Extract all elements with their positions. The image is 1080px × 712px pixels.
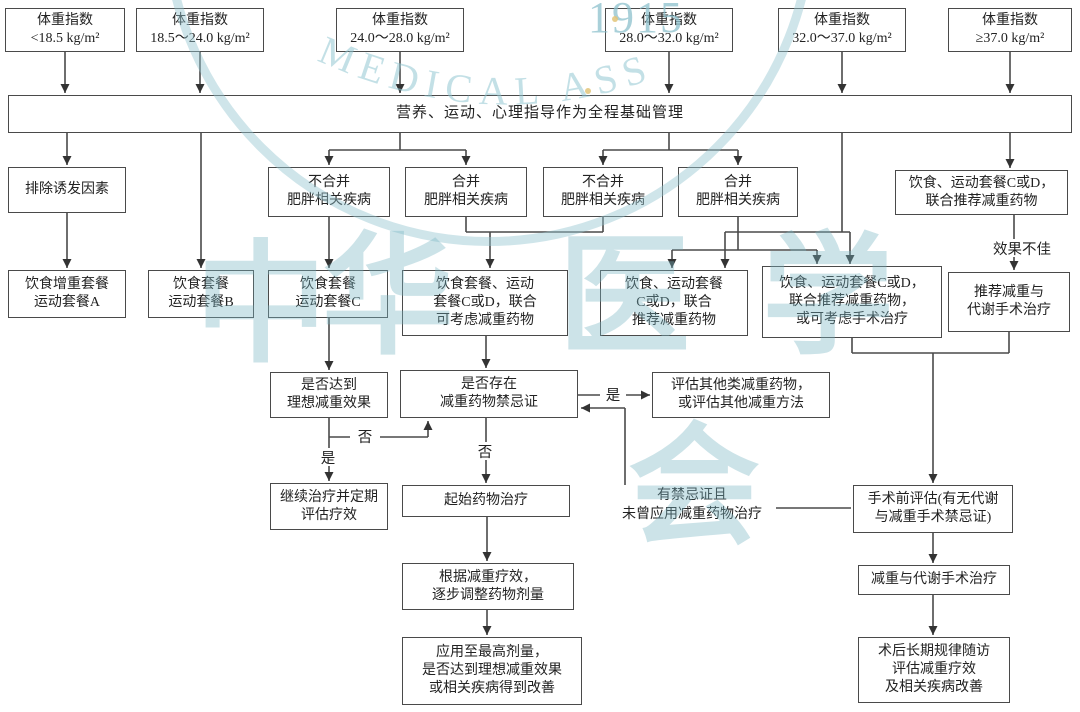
node-bmi-under-18-5: 体重指数 <18.5 kg/m² [5,8,125,52]
node-postop-followup: 术后长期规律随访 评估减重疗效 及相关疾病改善 [858,637,1010,703]
node-set-a: 饮食增重套餐 运动套餐A [8,270,126,318]
node-bmi-18-5-to-24: 体重指数 18.5～24.0 kg/m² [136,8,264,52]
node-set-cd-recommend-drug: 饮食、运动套餐 C或D，联合 推荐减重药物 [600,270,748,336]
node-contraindication-question: 是否存在 减重药物禁忌证 [400,370,578,418]
node-diet-exercise-drug: 饮食、运动套餐C或D， 联合推荐减重药物 [895,170,1068,215]
node-presurgical-evaluation: 手术前评估(有无代谢 与减重手术禁忌证) [853,485,1013,533]
label-annotation-contraindicated: 有禁忌证且 未曾应用减重药物治疗 [608,486,776,526]
label-yes-contra: 是 [600,385,626,404]
node-set-c: 饮食套餐 运动套餐C [268,270,388,318]
node-max-dose-question: 应用至最高剂量， 是否达到理想减重效果 或相关疾病得到改善 [402,637,582,705]
label-poor-effect: 效果不佳 [982,239,1062,258]
node-set-b: 饮食套餐 运动套餐B [148,270,254,318]
label-yes-ideal: 是 [314,448,342,467]
label-no-ideal: 否 [350,427,380,446]
node-bmi-24-to-28: 体重指数 24.0～28.0 kg/m² [336,8,464,52]
node-set-cd-consider-drug: 饮食套餐、运动 套餐C或D，联合 可考虑减重药物 [402,270,568,336]
banner-base-management: 营养、运动、心理指导作为全程基础管理 [8,95,1072,133]
node-bmi-28-to-32: 体重指数 28.0～32.0 kg/m² [605,8,733,52]
node-no-comorbidity-1: 不合并 肥胖相关疾病 [268,167,390,217]
node-evaluate-other-drugs: 评估其他类减重药物， 或评估其他减重方法 [652,372,830,418]
node-comorbidity-1: 合并 肥胖相关疾病 [405,167,527,217]
node-bmi-over-37: 体重指数 ≥37.0 kg/m² [948,8,1072,52]
node-adjust-dose: 根据减重疗效， 逐步调整药物剂量 [402,563,574,610]
node-continue-treatment: 继续治疗并定期 评估疗效 [270,483,388,530]
node-ideal-effect-question: 是否达到 理想减重效果 [270,372,388,418]
node-recommend-surgery: 推荐减重与 代谢手术治疗 [948,272,1070,332]
node-bmi-32-to-37: 体重指数 32.0～37.0 kg/m² [778,8,906,52]
node-comorbidity-2: 合并 肥胖相关疾病 [678,167,798,217]
node-exclude-triggers: 排除诱发因素 [8,167,126,213]
node-surgery-treatment: 减重与代谢手术治疗 [858,565,1010,595]
node-set-cd-consider-surgery: 饮食、运动套餐C或D， 联合推荐减重药物， 或可考虑手术治疗 [762,266,942,338]
label-no-contra: 否 [471,442,499,461]
node-no-comorbidity-2: 不合并 肥胖相关疾病 [543,167,663,217]
node-initiate-drug-therapy: 起始药物治疗 [402,485,570,517]
